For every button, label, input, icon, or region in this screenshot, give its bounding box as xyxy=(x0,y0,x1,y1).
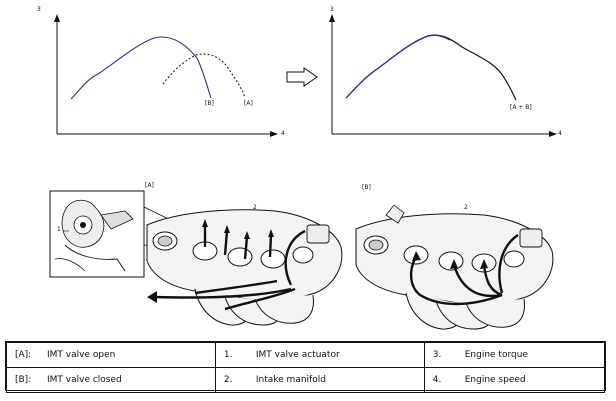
legend-cell: 4.Engine speed xyxy=(423,367,606,393)
curve-combined-label: [A + B] xyxy=(510,104,532,111)
axis-y-label-left: 3 xyxy=(37,6,41,13)
airflow-arrows-closed xyxy=(409,234,519,306)
axis-x-label-right: 4 xyxy=(558,130,562,137)
intake-manifold-open-illustration xyxy=(49,190,343,326)
airflow-arrows-open xyxy=(194,225,306,311)
legend-cell: [A]:IMT valve open xyxy=(6,342,216,368)
torque-graph-left xyxy=(54,14,278,137)
legend-table: [A]:IMT valve open 1.IMT valve actuator … xyxy=(5,341,606,393)
axis-y-left xyxy=(54,14,60,134)
legend-cell: 3.Engine torque xyxy=(423,342,606,368)
panel-a-label: [A] xyxy=(145,182,154,189)
legend-cell: 2.Intake manifold xyxy=(214,367,425,393)
legend-row: [A]:IMT valve open 1.IMT valve actuator … xyxy=(6,342,606,368)
callout-manifold-left: 2 xyxy=(253,204,257,211)
axis-x-right xyxy=(332,131,557,137)
axis-y-right xyxy=(329,14,335,134)
torque-graph-right xyxy=(329,14,557,137)
intake-manifold-closed-illustration xyxy=(355,204,554,330)
legend-cell: [B]:IMT valve closed xyxy=(6,367,216,393)
curve-a-label: [A] xyxy=(244,100,253,107)
right-arrow-icon xyxy=(286,67,318,87)
curve-b-label: [B] xyxy=(205,100,214,107)
callout-manifold-right: 2 xyxy=(464,204,468,211)
legend-cell: 1.IMT valve actuator xyxy=(214,342,425,368)
curve-b-left xyxy=(70,36,212,100)
curve-a-left xyxy=(162,53,246,99)
curve-combined xyxy=(345,34,517,101)
axis-x-label-left: 4 xyxy=(281,130,285,137)
callout-actuator: 1 xyxy=(57,226,61,233)
manifold-body-open xyxy=(146,209,343,326)
legend-row: [B]:IMT valve closed 2.Intake manifold 4… xyxy=(6,367,606,393)
manifold-body-closed xyxy=(355,204,554,330)
panel-b-label: [B] xyxy=(362,184,371,191)
axis-y-label-right: 3 xyxy=(330,6,334,13)
curve-combined-blue xyxy=(345,34,451,99)
actuator-inset xyxy=(49,190,145,278)
axis-x-left xyxy=(57,131,278,137)
